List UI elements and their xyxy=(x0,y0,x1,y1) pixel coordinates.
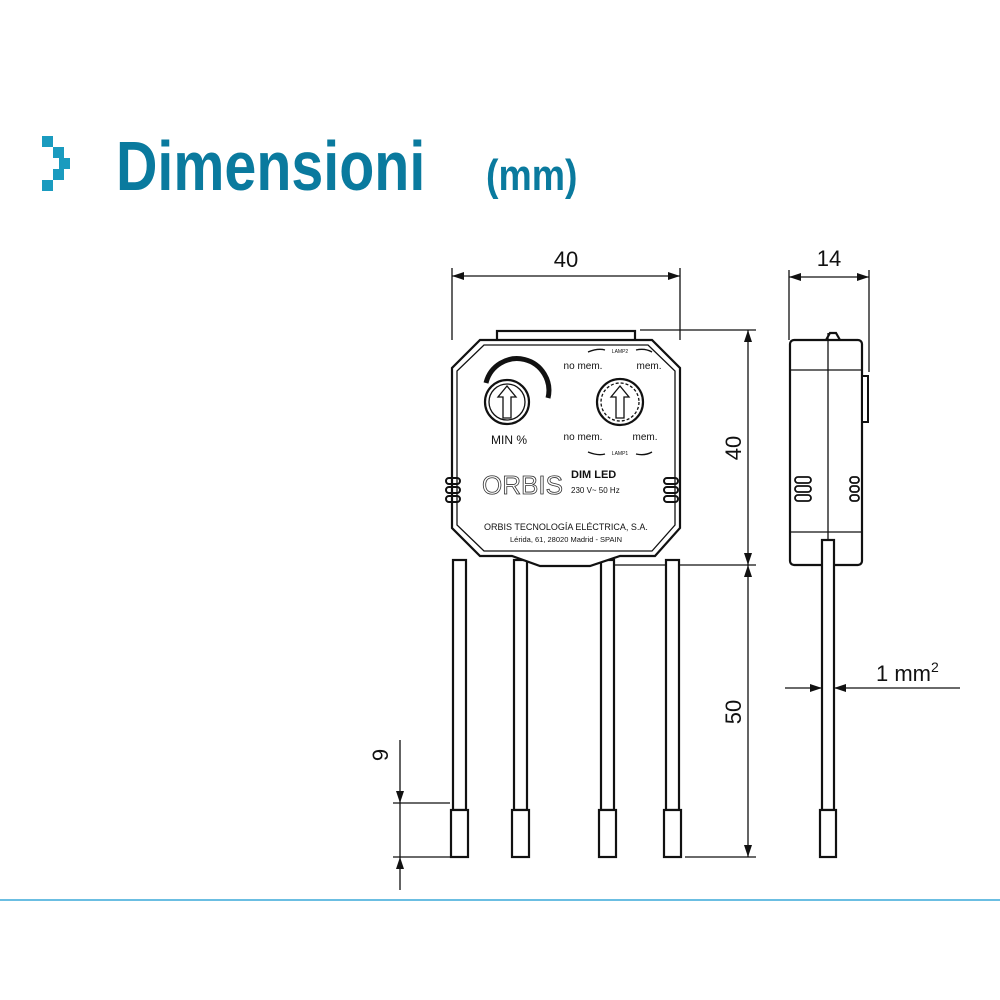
chevron-pixel-icon xyxy=(42,136,70,191)
device-front-view: MIN % LAMP2 LAMP1 no mem. mem. no mem. m… xyxy=(445,329,682,568)
svg-text:mem.: mem. xyxy=(637,361,662,372)
height-value: 40 xyxy=(721,436,746,460)
svg-text:no mem.: no mem. xyxy=(564,361,603,372)
wires xyxy=(449,558,683,859)
unit-label: (mm) xyxy=(486,150,577,200)
svg-text:no mem.: no mem. xyxy=(564,432,603,443)
knob-label: MIN % xyxy=(491,433,527,447)
strip-length-value: 9 xyxy=(368,749,393,761)
svg-text:mem.: mem. xyxy=(633,432,658,443)
svg-text:LAMP2: LAMP2 xyxy=(612,349,629,355)
brand-logo: ORBIS xyxy=(482,470,563,500)
wire-section-value: 1 mm2 xyxy=(876,659,939,686)
memory-selector: LAMP2 LAMP1 no mem. mem. no mem. mem. xyxy=(564,348,662,457)
wire-length-value: 50 xyxy=(721,700,746,724)
page-title: Dimensioni xyxy=(116,127,425,206)
rating: 230 V~ 50 Hz xyxy=(571,486,620,495)
device-side-view: 14 1 mm2 xyxy=(785,246,960,859)
strip-dimension: 9 xyxy=(368,740,450,890)
company-address: Lérida, 61, 28020 Madrid - SPAIN xyxy=(510,535,622,544)
product-name: DIM LED xyxy=(571,469,616,481)
width-dimension: 40 xyxy=(451,247,681,340)
svg-text:LAMP1: LAMP1 xyxy=(612,451,629,457)
depth-value: 14 xyxy=(817,246,841,271)
min-knob: MIN % xyxy=(483,356,552,447)
company-name: ORBIS TECNOLOGÍA ELÉCTRICA, S.A. xyxy=(484,522,648,532)
width-value: 40 xyxy=(554,247,578,272)
